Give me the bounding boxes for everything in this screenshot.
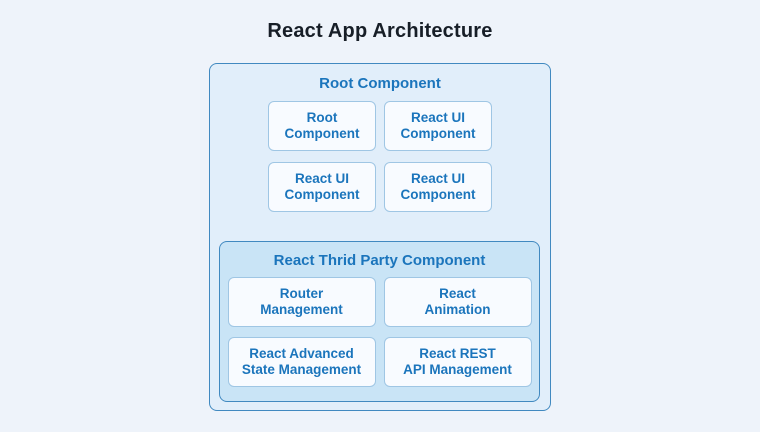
box-react-ui-component-1: React UI Component	[384, 101, 492, 151]
box-router-management: Router Management	[227, 277, 376, 327]
third-party-component-container: React Thrid Party Component Router Manag…	[219, 241, 540, 402]
root-component-container-label: Root Component	[319, 75, 441, 92]
root-component-box-grid: Root Component React UI Component React …	[210, 101, 550, 212]
third-party-box-grid: Router Management React Animation React …	[220, 277, 539, 387]
box-react-ui-component-2: React UI Component	[268, 162, 376, 212]
box-react-ui-component-3: React UI Component	[384, 162, 492, 212]
page-title: React App Architecture	[267, 20, 493, 42]
box-react-advanced-state-management: React Advanced State Management	[227, 337, 376, 387]
box-react-animation: React Animation	[383, 277, 532, 327]
root-component-container: Root Component Root Component React UI C…	[209, 63, 551, 411]
box-react-rest-api-management: React REST API Management	[383, 337, 532, 387]
box-root-component: Root Component	[268, 101, 376, 151]
third-party-component-container-label: React Thrid Party Component	[273, 252, 486, 269]
